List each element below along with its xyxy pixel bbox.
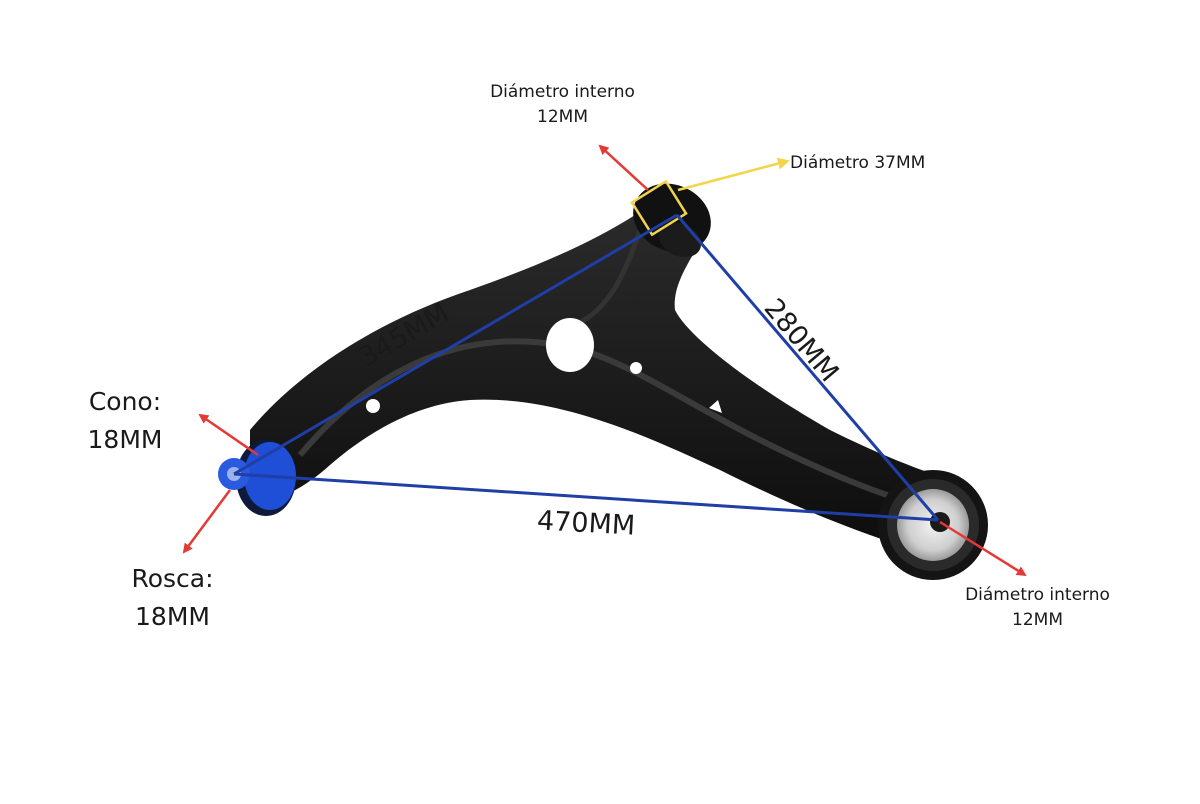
rear-inner-arrow	[939, 520, 1027, 577]
arm-hole-small	[709, 400, 722, 413]
control-arm-body	[250, 205, 955, 560]
rear-bushing	[878, 470, 988, 580]
arm-hole-small	[366, 399, 380, 413]
thread-label: Rosca: 18MM	[131, 564, 214, 631]
measure-line-470	[233, 472, 939, 522]
arm-hole-small	[630, 362, 642, 374]
arm-shell	[250, 205, 955, 560]
measurement-lines	[233, 213, 940, 522]
arm-rib	[297, 338, 921, 508]
cone-label: Cono: 18MM	[87, 387, 163, 454]
dimension-470: 470MM	[536, 505, 636, 542]
cone-arrow	[198, 413, 259, 457]
top-inner-arrow	[598, 144, 649, 191]
red-arrows	[182, 144, 1027, 577]
rear-inner-diameter-label: Diámetro interno 12MM	[965, 585, 1110, 630]
top-inner-diameter-label: Diámetro interno 12MM	[490, 82, 635, 127]
thread-arrow	[182, 489, 232, 554]
measure-line-280	[675, 214, 940, 521]
arm-large-hole	[546, 318, 594, 372]
outer-diameter-arrow	[677, 157, 790, 192]
bushing-width-marker	[630, 179, 688, 237]
measure-line-345	[233, 213, 678, 476]
outer-diameter-label: Diámetro 37MM	[790, 153, 926, 173]
